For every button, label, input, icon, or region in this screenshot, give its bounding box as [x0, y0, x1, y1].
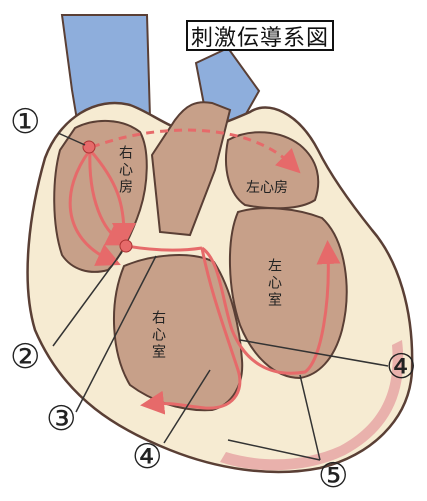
sa-node-dot	[83, 141, 95, 153]
marker-1: ①	[10, 105, 40, 139]
label-right-atrium: 右心房	[115, 145, 135, 196]
marker-2: ②	[10, 340, 40, 374]
label-right-ventricle: 右心室	[148, 310, 168, 361]
diagram-title: 刺激伝導系図	[186, 20, 334, 51]
marker-4-right: ④	[386, 350, 416, 384]
marker-4-left: ④	[132, 440, 162, 474]
label-left-atrium: 左心房	[246, 177, 288, 197]
label-left-ventricle: 左心室	[264, 258, 284, 309]
av-node-dot	[120, 240, 132, 252]
marker-3: ③	[46, 402, 76, 436]
right-ventricle-region	[114, 255, 242, 410]
marker-5: ⑤	[318, 459, 348, 493]
